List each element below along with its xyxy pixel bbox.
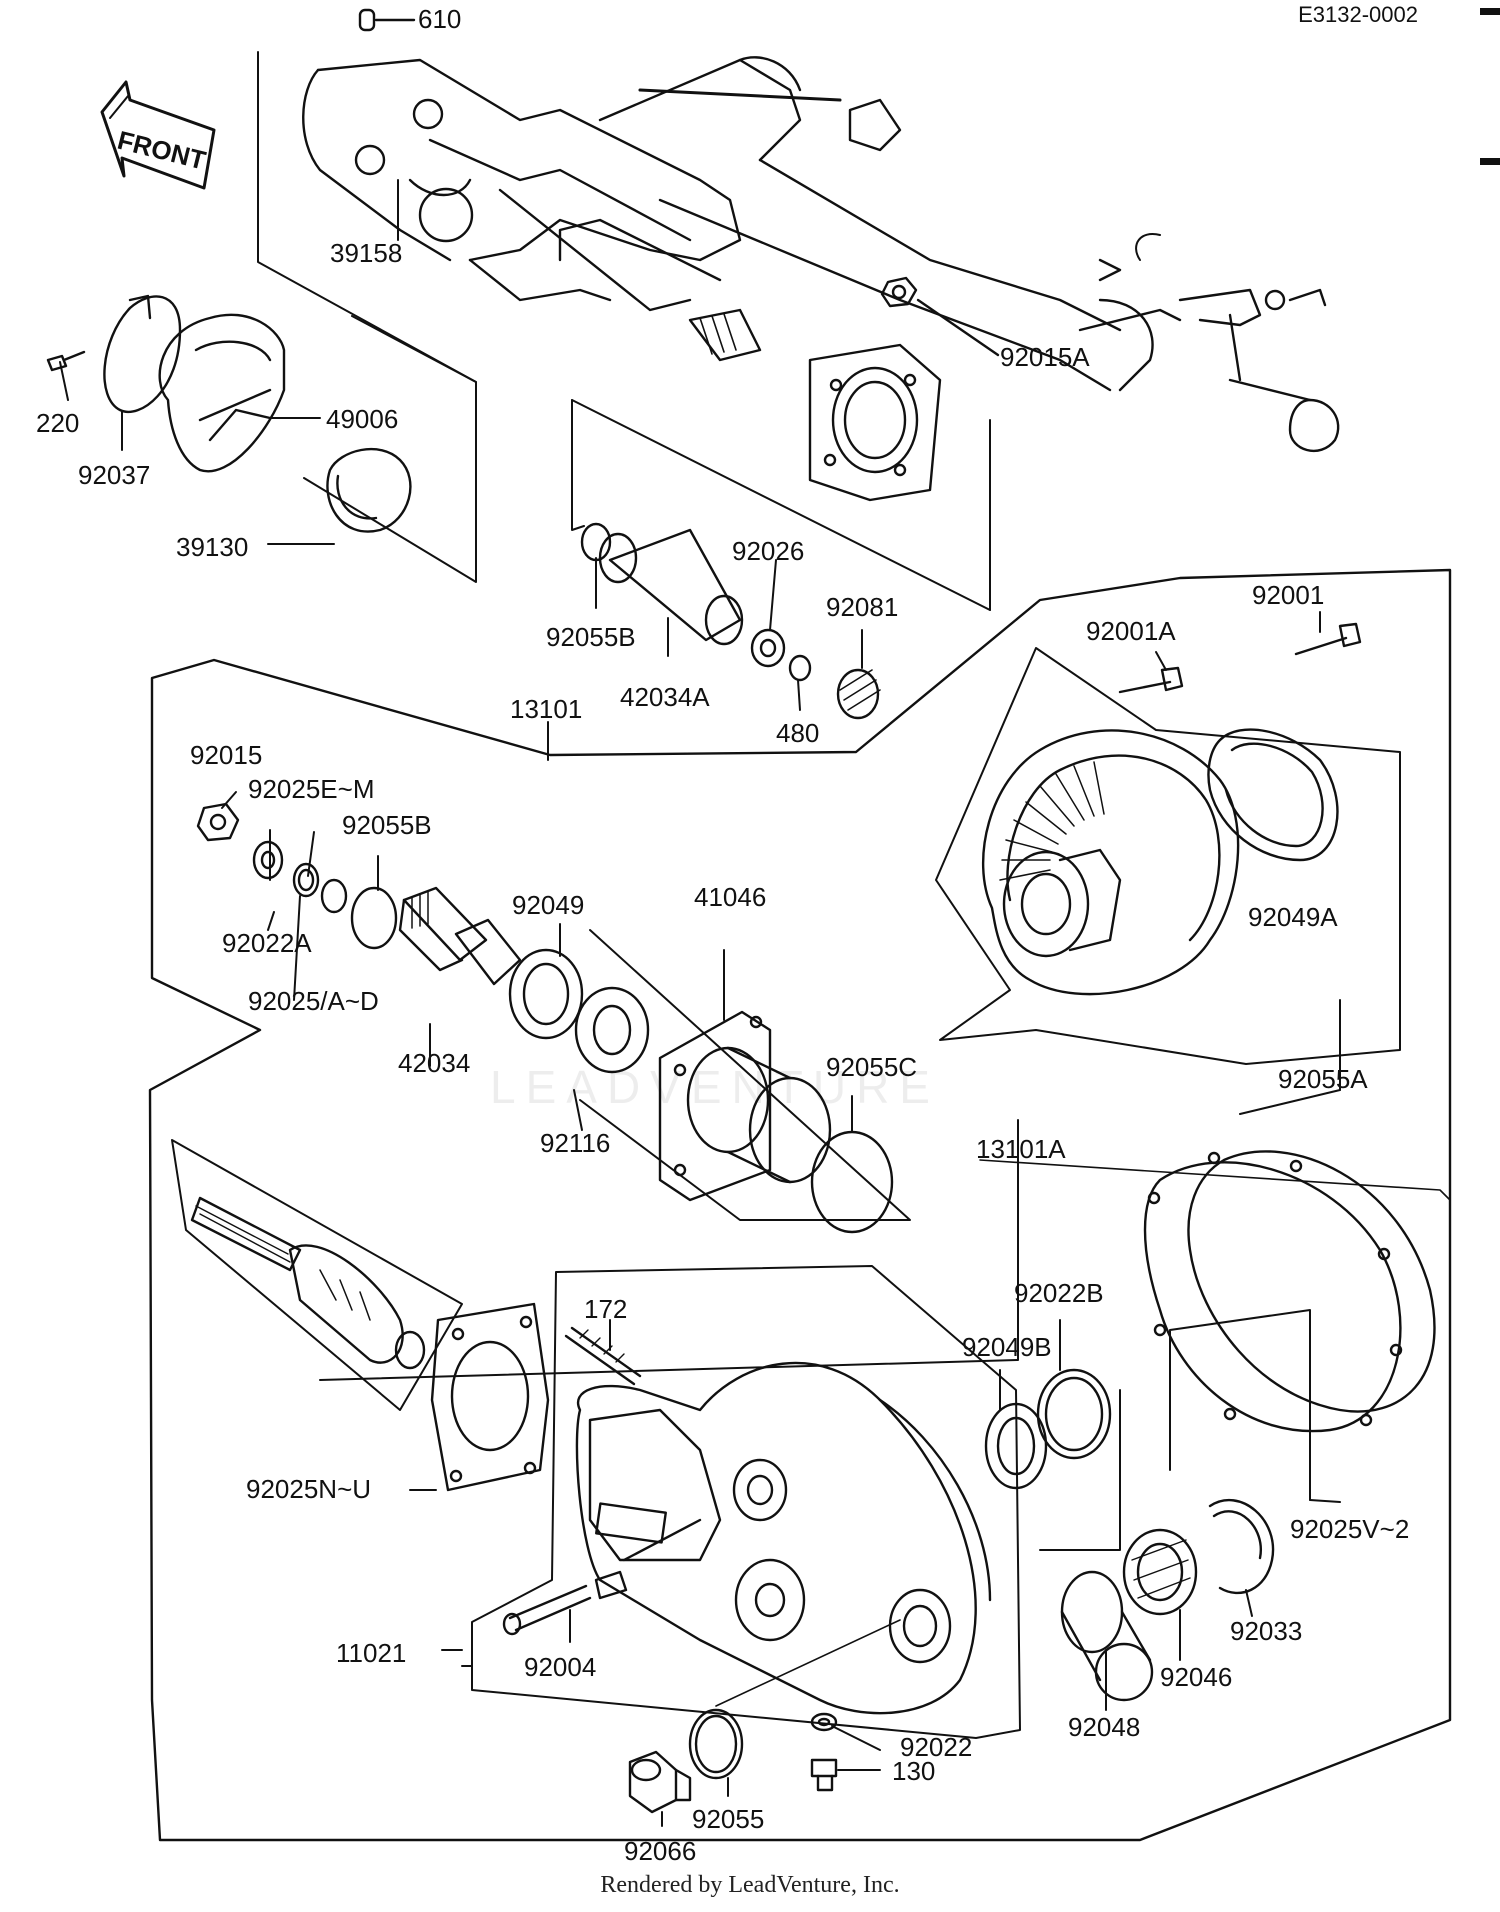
label-92049B: 92049B: [962, 1332, 1052, 1362]
label-92049: 92049: [512, 890, 585, 920]
label-130: 130: [892, 1756, 936, 1786]
bolt-130: [810, 1758, 838, 1792]
band-92037: [103, 294, 182, 413]
label-92049A: 92049A: [1248, 902, 1338, 932]
seal-92049A: [1207, 728, 1339, 862]
stud-92004: [502, 1518, 702, 1636]
shim-92025AD: [292, 862, 320, 898]
label-49006: 49006: [326, 404, 399, 434]
label-92026: 92026: [732, 536, 805, 566]
label-92046: 92046: [1160, 1662, 1233, 1692]
seal-92049B: [984, 1402, 1048, 1490]
ring-gear-13101A: [981, 729, 1240, 996]
leader-lines: [59, 179, 1341, 1827]
label-92025V-2: 92025V~2: [1290, 1514, 1410, 1544]
label-92015: 92015: [190, 740, 263, 770]
label-92015A: 92015A: [1000, 342, 1090, 372]
stud-172: [564, 1326, 642, 1386]
washer-92022: [810, 1712, 838, 1732]
label-92055B-upper: 92055B: [546, 622, 636, 652]
swing-arm: [302, 56, 1340, 452]
label-92025A-D: 92025/A~D: [248, 986, 379, 1016]
gasket-92025NU: [430, 1302, 550, 1492]
nut-92015: [196, 802, 240, 842]
footer-credit: Rendered by LeadVenture, Inc.: [600, 1872, 900, 1898]
edge-mark: [1480, 158, 1500, 165]
clip-480: [788, 654, 812, 682]
edge-mark: [1480, 8, 1500, 15]
label-92066: 92066: [624, 1836, 697, 1866]
label-92022B: 92022B: [1014, 1278, 1104, 1308]
label-92048: 92048: [1068, 1712, 1141, 1742]
label-92025N-U: 92025N~U: [246, 1474, 372, 1504]
housing-flange: [808, 343, 942, 502]
bolt-92001A: [1118, 666, 1184, 694]
circlip-92033: [1208, 1499, 1275, 1595]
label-220: 220: [36, 408, 80, 438]
drive-shaft: [688, 308, 762, 362]
oring-92055B: [350, 886, 398, 950]
label-92055: 92055: [692, 1804, 765, 1834]
label-13101A: 13101A: [976, 1134, 1066, 1164]
label-42034: 42034: [398, 1048, 471, 1078]
oring-92055A: [1187, 1150, 1436, 1413]
oring-92055C: [810, 1130, 894, 1234]
washer-92026: [750, 628, 786, 668]
label-92055C: 92055C: [826, 1052, 918, 1082]
label-172: 172: [584, 1294, 628, 1324]
bearing-92046: [1122, 1528, 1198, 1616]
label-92055A: 92055A: [1278, 1064, 1368, 1094]
label-92022A: 92022A: [222, 928, 312, 958]
diff-case-11021: [575, 1361, 992, 1715]
boot-49006: [158, 313, 286, 473]
front-arrow-icon: [100, 80, 216, 190]
label-92037: 92037: [78, 460, 151, 490]
label-92001: 92001: [1252, 580, 1325, 610]
bolt-92001: [1294, 622, 1362, 656]
front-label: FRONT: [115, 125, 209, 176]
pinion-gear: [190, 1196, 426, 1370]
washer-92022A: [252, 840, 284, 880]
label-41046: 41046: [694, 882, 767, 912]
label-92081: 92081: [826, 592, 899, 622]
label-92055B: 92055B: [342, 810, 432, 840]
bearing-92049: [508, 948, 584, 1040]
label-92001A: 92001A: [1086, 616, 1176, 646]
gasket-92025V2: [1143, 1151, 1403, 1433]
gear-42034: [398, 886, 522, 986]
housing-41046: [658, 1010, 832, 1202]
label-42034A: 42034A: [620, 682, 710, 712]
diagram-code: E3132-0002: [1298, 2, 1418, 27]
pin-610: [358, 8, 376, 32]
watermark: LEADVENTURE: [490, 1061, 940, 1113]
label-39158: 39158: [330, 238, 403, 268]
label-92004: 92004: [524, 1652, 597, 1682]
spring-92081: [836, 668, 881, 720]
label-39130: 39130: [176, 532, 249, 562]
label-13101: 13101: [510, 694, 583, 724]
sleeve-42034A: [598, 528, 744, 646]
label-11021: 11021: [336, 1638, 407, 1668]
race-92048: [1060, 1570, 1154, 1702]
washer-92022B: [1036, 1368, 1112, 1460]
ring-39130: [326, 447, 412, 533]
plug-92066: [628, 1750, 692, 1814]
oring-92055: [688, 1708, 744, 1780]
label-92025E-M: 92025E~M: [248, 774, 375, 804]
bearing-92116: [574, 986, 650, 1074]
label-92116: 92116: [540, 1128, 611, 1158]
nut-92015A: [880, 276, 918, 308]
label-480: 480: [776, 718, 820, 748]
label-92033: 92033: [1230, 1616, 1303, 1646]
label-610: 610: [418, 4, 462, 34]
shim-92025EM: [320, 878, 348, 914]
label-92022: 92022: [900, 1732, 973, 1762]
bolt-220: [46, 350, 86, 372]
